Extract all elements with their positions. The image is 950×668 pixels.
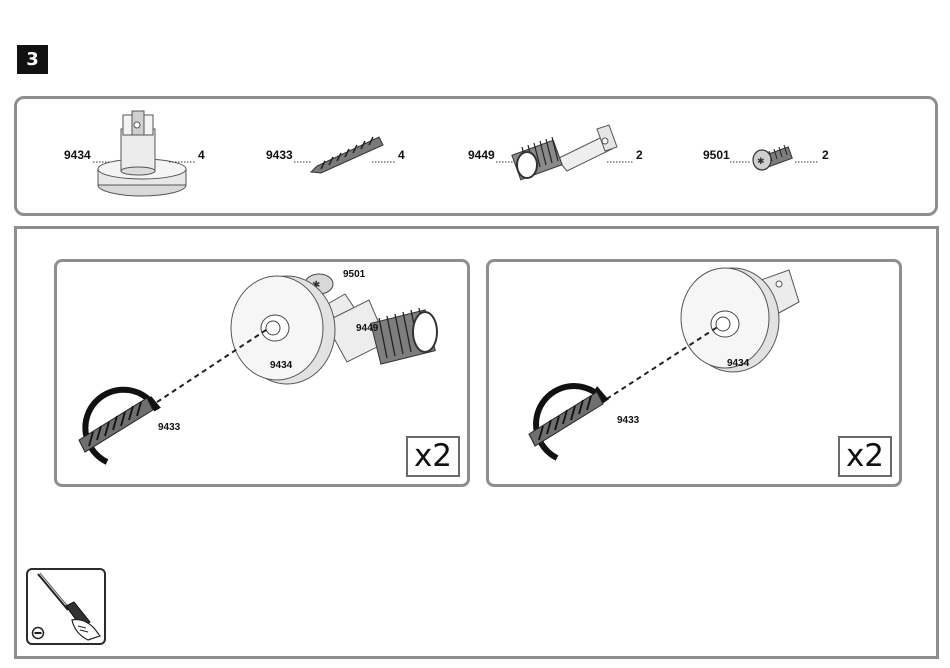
part-9433-code: 9433 (266, 148, 293, 162)
parts-list-box: 9434 4 9433 4 9449 (14, 96, 938, 216)
part-9434-icon (98, 111, 186, 196)
part-9449-qty: 2 (636, 148, 643, 162)
svg-text:✱: ✱ (757, 156, 765, 166)
part-9433-qty: 4 (398, 148, 405, 162)
quantity-multiplier: x2 (406, 436, 460, 477)
step-number-badge: 3 (17, 45, 48, 74)
screw-9433-label: 9433 (617, 415, 640, 426)
tool-indicator (26, 568, 106, 645)
tube-9449-label: 9449 (356, 323, 379, 334)
part-9433-icon (311, 137, 383, 173)
screwdriver-icon (28, 570, 104, 643)
part-9434-code: 9434 (64, 148, 91, 162)
quantity-multiplier: x2 (838, 436, 892, 477)
screw-9433-icon (529, 386, 609, 458)
cap-9434-label: 9434 (727, 358, 750, 369)
screw-9433-label: 9433 (158, 422, 181, 433)
step-number: 3 (26, 49, 39, 70)
part-9501-code: 9501 (703, 148, 730, 162)
bolt-9501-label: 9501 (343, 269, 366, 280)
assembly-panel-right: 9434 9433 x2 (486, 259, 902, 487)
parts-list-illustration: 9434 4 9433 4 9449 (17, 99, 935, 213)
part-9501-qty: 2 (822, 148, 829, 162)
assembly-area: ✱ (14, 226, 939, 659)
screw-9433-icon (79, 390, 161, 462)
assembly-panel-left: ✱ (54, 259, 470, 487)
cap-9434-icon (681, 268, 799, 372)
part-9449-code: 9449 (468, 148, 495, 162)
part-9434-qty: 4 (198, 148, 205, 162)
cap-9434-label: 9434 (270, 360, 293, 371)
part-9449-icon (512, 125, 617, 180)
part-9501-icon: ✱ (753, 145, 792, 170)
